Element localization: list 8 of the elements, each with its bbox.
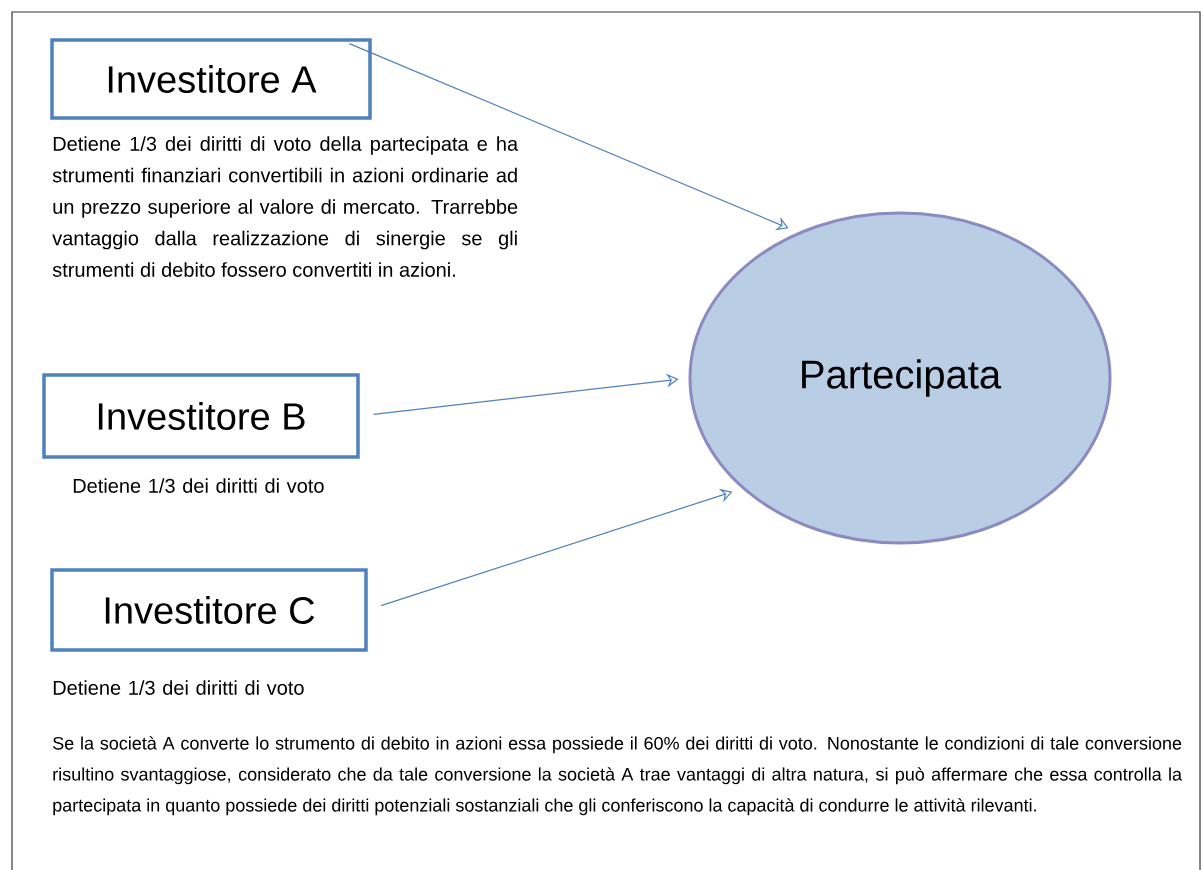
entity-box: Investitore B bbox=[42, 373, 360, 459]
ellipse-node: Partecipata bbox=[688, 211, 1112, 545]
node-caption: Detiene 1/3 dei diritti di voto della partecipata e ha strumenti finanziari convertibili in azioni ordinarie ad un prezzo superiore al valore di mercato. Trarrebbe vantaggio dalla realizzazione di sinergie se gli strumenti di debito fossero convertiti in azioni. bbox=[52, 136, 519, 277]
entity-box: Investitore C bbox=[50, 568, 368, 652]
node-caption: Detiene 1/3 dei diritti di voto bbox=[73, 478, 324, 493]
node-caption: Detiene 1/3 dei diritti di voto bbox=[53, 680, 304, 695]
note-paragraph: Se la società A converte lo strumento di debito in azioni essa possiede il 60% dei diritti di voto. Nonostante le condizioni di tale conversione risultino svantaggiose, considerato che da tale conversione la società A trae vantaggi di altra natura, si può affermare che essa controlla la partecipata in quanto possiede dei diritti potenziali sostanziali che gli conferiscono la capacità di condurre le attività rilevanti. bbox=[53, 736, 1182, 816]
entity-box: Investitore A bbox=[50, 38, 372, 120]
